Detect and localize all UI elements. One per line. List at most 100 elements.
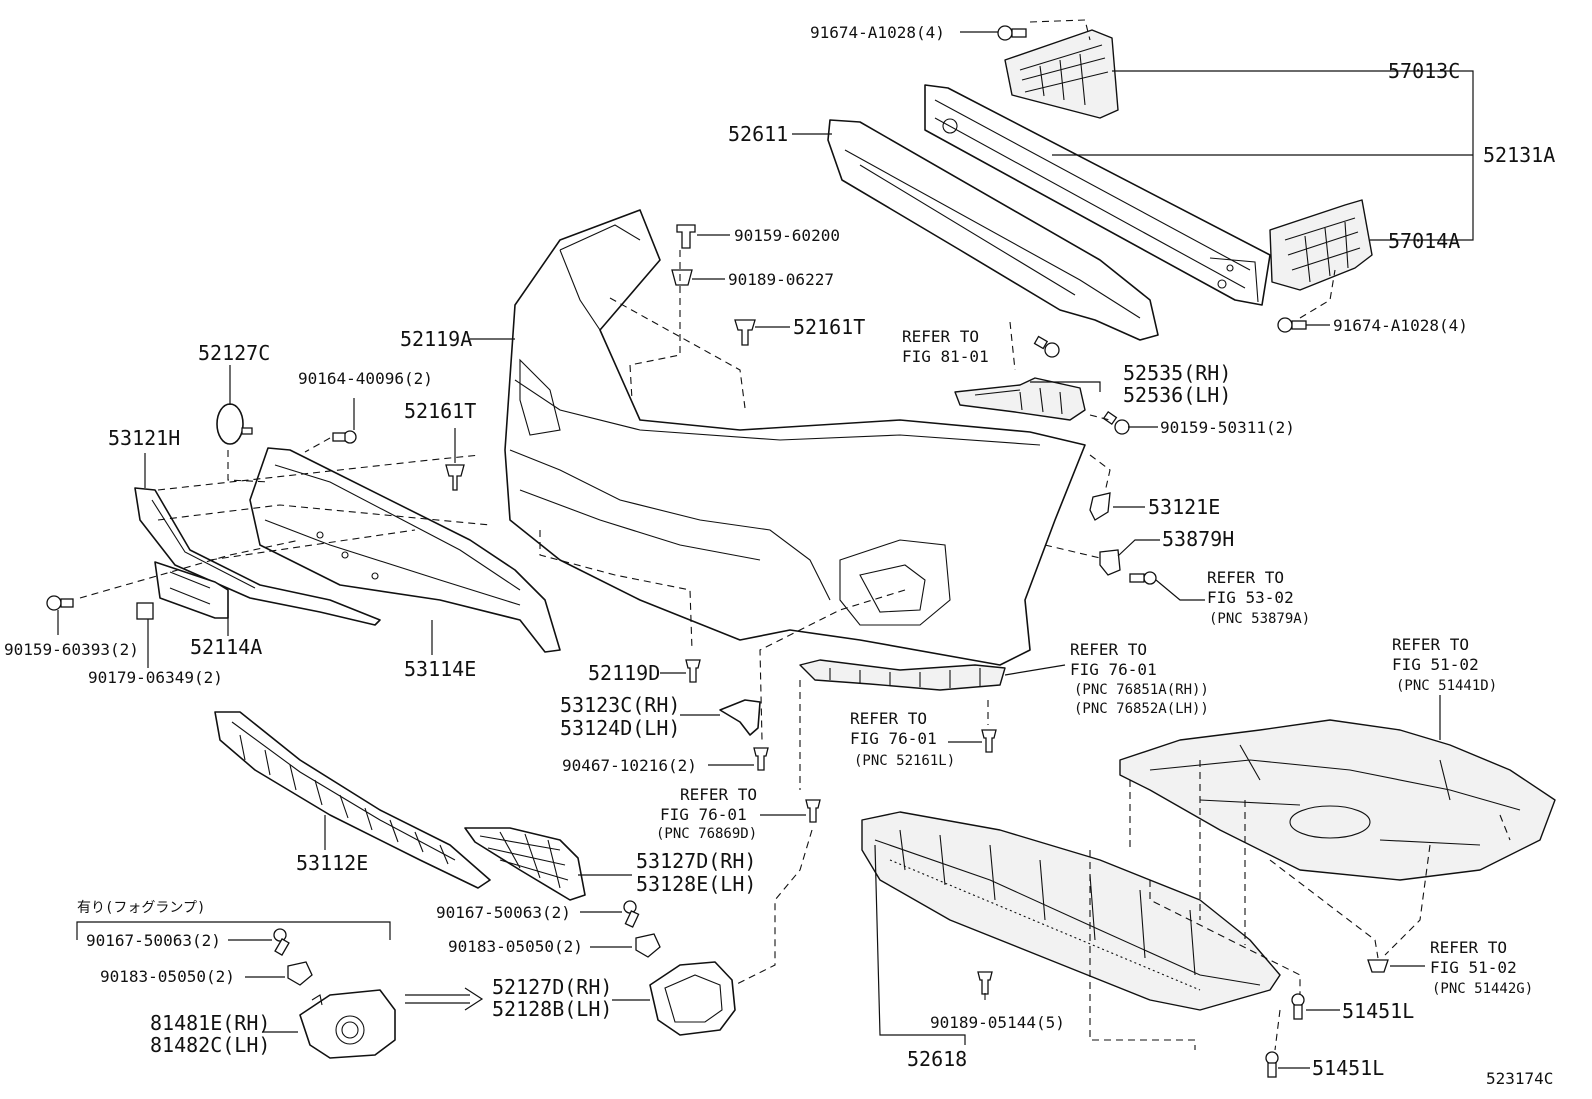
label-90164-40096: 90164-40096(2): [298, 369, 433, 388]
plate-53123c: [719, 699, 761, 736]
label-91674-a1028-bottom: 91674-A1028(4): [1333, 316, 1468, 335]
assembly-lines: [79, 19, 1511, 1051]
label-refer-76b-line3: (PNC 52161L): [854, 753, 955, 769]
label-52535: 52535(RH): [1123, 361, 1231, 385]
cover-53127d: [464, 827, 586, 901]
extension-57013c: [1004, 29, 1119, 119]
label-52114a: 52114A: [190, 635, 262, 659]
bolt-90159-60393: [46, 595, 74, 611]
label-refer-76b-line1: REFER TO: [850, 709, 927, 728]
label-refer-76a-line2: FIG 76-01: [1070, 660, 1157, 679]
clip-90189-05144: [977, 971, 993, 995]
label-51451l-b: 51451L: [1312, 1056, 1384, 1080]
label-90167-50063-out: 90167-50063(2): [436, 903, 571, 922]
label-52127c: 52127C: [198, 341, 270, 365]
screw-53-02: [1129, 571, 1157, 585]
label-90189-06227: 90189-06227: [728, 270, 834, 289]
label-refer-76a-line1: REFER TO: [1070, 640, 1147, 659]
label-53128e: 53128E(LH): [636, 872, 756, 896]
reinforcement-bolt-top: [997, 25, 1027, 41]
spoiler-76851a: [799, 659, 1006, 691]
clip-52119d: [685, 659, 701, 683]
labels: 91674-A1028(4) 57013C 52131A 52611 57014…: [4, 23, 1555, 1088]
label-90167-50063-in: 90167-50063(2): [86, 931, 221, 950]
nut-90179-06349: [136, 602, 154, 620]
clip-53121e: [1089, 492, 1111, 521]
label-fog-option: 有り(フォグランプ): [77, 900, 205, 916]
label-52128b: 52128B(LH): [492, 997, 612, 1021]
label-53112e: 53112E: [296, 851, 368, 875]
bumper-cover-52119a: [504, 209, 1086, 666]
label-refer-51b-line1: REFER TO: [1430, 938, 1507, 957]
molding-53121h: [134, 487, 381, 626]
clip-76869d: [805, 799, 821, 823]
label-refer-51b-line3: (PNC 51442G): [1432, 981, 1533, 997]
bumper-reinforcement-52131a: [924, 84, 1271, 306]
nut-90183-05050-in: [287, 961, 313, 986]
reinforcement-bolt-bottom: [1277, 317, 1307, 333]
label-52131a: 52131A: [1483, 143, 1555, 167]
nut-90183-05050-out: [635, 933, 661, 958]
cover-52127d: [649, 961, 736, 1036]
label-53123c: 53123C(RH): [560, 693, 680, 717]
leader-lines: [57, 31, 1474, 1069]
label-90159-50311: 90159-50311(2): [1160, 418, 1295, 437]
fog-option-bracket: [76, 921, 391, 940]
label-52119d: 52119D: [588, 661, 660, 685]
label-refer-76c-line3: (PNC 76869D): [656, 826, 757, 842]
label-90183-05050-in: 90183-05050(2): [100, 967, 235, 986]
label-53121e: 53121E: [1148, 495, 1220, 519]
label-refer-76c-line2: FIG 76-01: [660, 805, 747, 824]
under-cover-51441d: [1119, 719, 1556, 881]
label-refer-76a-line3: (PNC 76851A(RH)): [1074, 682, 1209, 698]
arrow-right: [405, 987, 484, 1011]
fog-lamp-81481e: [299, 989, 396, 1059]
bolt-90159-50311: [1102, 410, 1130, 435]
label-53879h: 53879H: [1162, 527, 1234, 551]
label-53124d: 53124D(LH): [560, 716, 680, 740]
label-90183-05050-out: 90183-05050(2): [448, 937, 583, 956]
under-cover-52618: [861, 811, 1281, 1011]
label-refer-81-line1: REFER TO: [902, 327, 979, 346]
clip-52161t-left: [445, 464, 465, 491]
label-90467-10216: 90467-10216(2): [562, 756, 697, 775]
label-refer-51a-line1: REFER TO: [1392, 635, 1469, 654]
clip-52161t-top: [734, 319, 756, 346]
label-refer-76c-line1: REFER TO: [680, 785, 757, 804]
clip-90467-10216: [753, 747, 769, 771]
label-90159-60200: 90159-60200: [734, 226, 840, 245]
extension-57014a: [1269, 199, 1373, 291]
label-81482c: 81482C(LH): [150, 1033, 270, 1057]
label-refer-51b-line2: FIG 51-02: [1430, 958, 1517, 977]
label-refer-53-line1: REFER TO: [1207, 568, 1284, 587]
label-refer-51a-line3: (PNC 51441D): [1396, 678, 1497, 694]
label-refer-81-line2: FIG 81-01: [902, 347, 989, 366]
bolt-90167-50063-out: [623, 900, 640, 928]
label-90179-06349: 90179-06349(2): [88, 668, 223, 687]
label-52536: 52536(LH): [1123, 383, 1231, 407]
label-52127d: 52127D(RH): [492, 975, 612, 999]
label-53121h: 53121H: [108, 426, 180, 450]
label-91674-a1028-top: 91674-A1028(4): [810, 23, 945, 42]
label-figure-code: 523174C: [1486, 1069, 1553, 1088]
label-52161t-top: 52161T: [793, 315, 865, 339]
label-refer-76a-line4: (PNC 76852A(LH)): [1074, 701, 1209, 717]
clip-51442g: [1367, 959, 1389, 973]
label-53127d: 53127D(RH): [636, 849, 756, 873]
grille-53112e: [214, 711, 491, 889]
label-52119a: 52119A: [400, 327, 472, 351]
label-57013c: 57013C: [1388, 59, 1460, 83]
label-52611: 52611: [728, 122, 788, 146]
label-90189-05144: 90189-05144(5): [930, 1013, 1065, 1032]
label-90159-60393: 90159-60393(2): [4, 640, 139, 659]
screw-51451l-a: [1291, 993, 1305, 1020]
label-refer-76b-line2: FIG 76-01: [850, 729, 937, 748]
label-53114e: 53114E: [404, 657, 476, 681]
clip-90159-60200: [676, 224, 696, 249]
bolt-90167-50063-in: [273, 928, 290, 956]
retainer-52535: [954, 377, 1086, 421]
bolt-90164-40096: [332, 430, 357, 444]
bolt-81-01: [1033, 335, 1060, 358]
label-refer-51a-line2: FIG 51-02: [1392, 655, 1479, 674]
label-51451l-a: 51451L: [1342, 999, 1414, 1023]
